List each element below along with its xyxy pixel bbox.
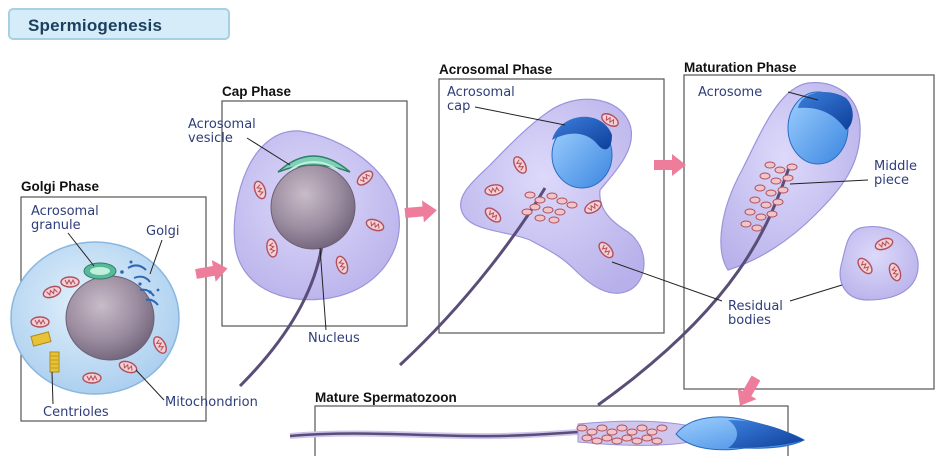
mitochondrion-label: Mitochondrion	[165, 395, 258, 410]
cap-phase-cell	[234, 131, 399, 386]
nucleus-label: Nucleus	[308, 331, 360, 346]
residual-bodies-label-2: bodies	[728, 313, 771, 328]
acrosome-label: Acrosome	[698, 85, 762, 100]
arrow-cap-to-acrosomal	[404, 199, 438, 224]
acrosomal-granule-label-1: Acrosomal	[31, 204, 99, 219]
acrosomal-cap-label-1: Acrosomal	[447, 85, 515, 100]
acrosomal-vesicle-label-2: vesicle	[188, 131, 233, 146]
acrosomal-vesicle-label-1: Acrosomal	[188, 117, 256, 132]
acrosomal-cap-label-2: cap	[447, 99, 470, 114]
nucleus	[271, 165, 355, 249]
acrosomal-granule-label-2: granule	[31, 218, 81, 233]
golgi-phase-heading: Golgi Phase	[21, 179, 100, 194]
cap-phase-heading: Cap Phase	[222, 84, 292, 99]
nucleus	[66, 276, 154, 360]
golgi-label: Golgi	[146, 224, 180, 239]
mature-spermatozoon-heading: Mature Spermatozoon	[315, 390, 457, 405]
maturation-phase-heading: Maturation Phase	[684, 60, 797, 75]
residual-bodies-label-1: Residual	[728, 299, 783, 314]
centrioles-label: Centrioles	[43, 405, 109, 420]
middle-piece-label-1: Middle	[874, 159, 917, 174]
acrosomal-phase-heading: Acrosomal Phase	[439, 62, 553, 77]
golgi-phase-cell	[11, 242, 179, 394]
middle-piece-label-2: piece	[874, 173, 909, 188]
